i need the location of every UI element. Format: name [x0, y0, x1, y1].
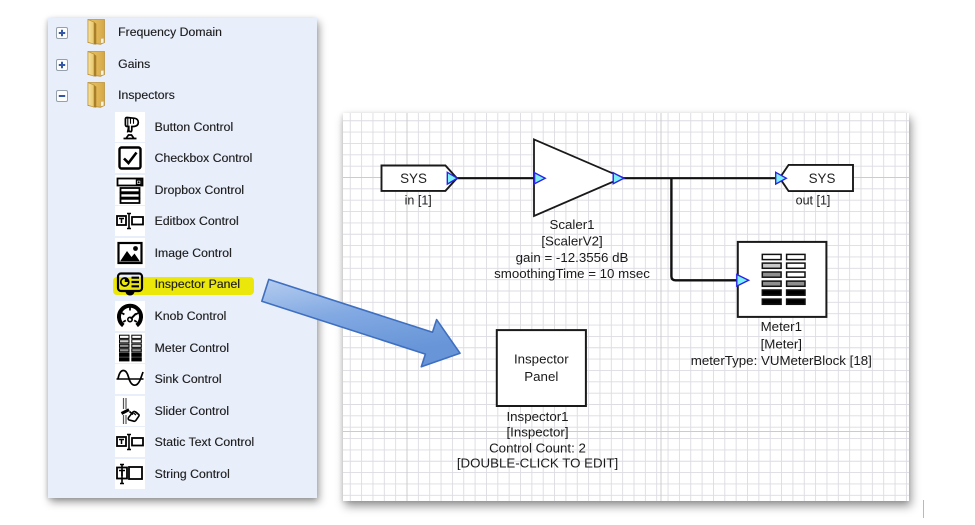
svg-text:[DOUBLE-CLICK TO EDIT]: [DOUBLE-CLICK TO EDIT] — [457, 456, 618, 471]
svg-text:Inspector: Inspector — [514, 351, 569, 366]
svg-text:[Inspector]: [Inspector] — [506, 425, 568, 440]
svg-text:[Meter]: [Meter] — [761, 336, 802, 351]
svg-text:Inspector1: Inspector1 — [506, 409, 568, 424]
svg-text:Panel: Panel — [524, 369, 558, 384]
svg-text:Scaler1: Scaler1 — [549, 217, 594, 232]
svg-text:SYS: SYS — [400, 171, 427, 186]
svg-text:out [1]: out [1] — [796, 194, 831, 208]
svg-text:Control Count: 2: Control Count: 2 — [489, 440, 586, 455]
svg-text:gain = -12.3556 dB: gain = -12.3556 dB — [516, 250, 629, 265]
svg-text:[ScalerV2]: [ScalerV2] — [541, 233, 602, 248]
svg-text:SYS: SYS — [809, 171, 836, 186]
svg-text:smoothingTime = 10 msec: smoothingTime = 10 msec — [494, 266, 650, 281]
svg-text:in [1]: in [1] — [405, 194, 432, 208]
svg-text:meterType: VUMeterBlock [18]: meterType: VUMeterBlock [18] — [691, 353, 872, 368]
svg-text:Meter1: Meter1 — [761, 319, 802, 334]
